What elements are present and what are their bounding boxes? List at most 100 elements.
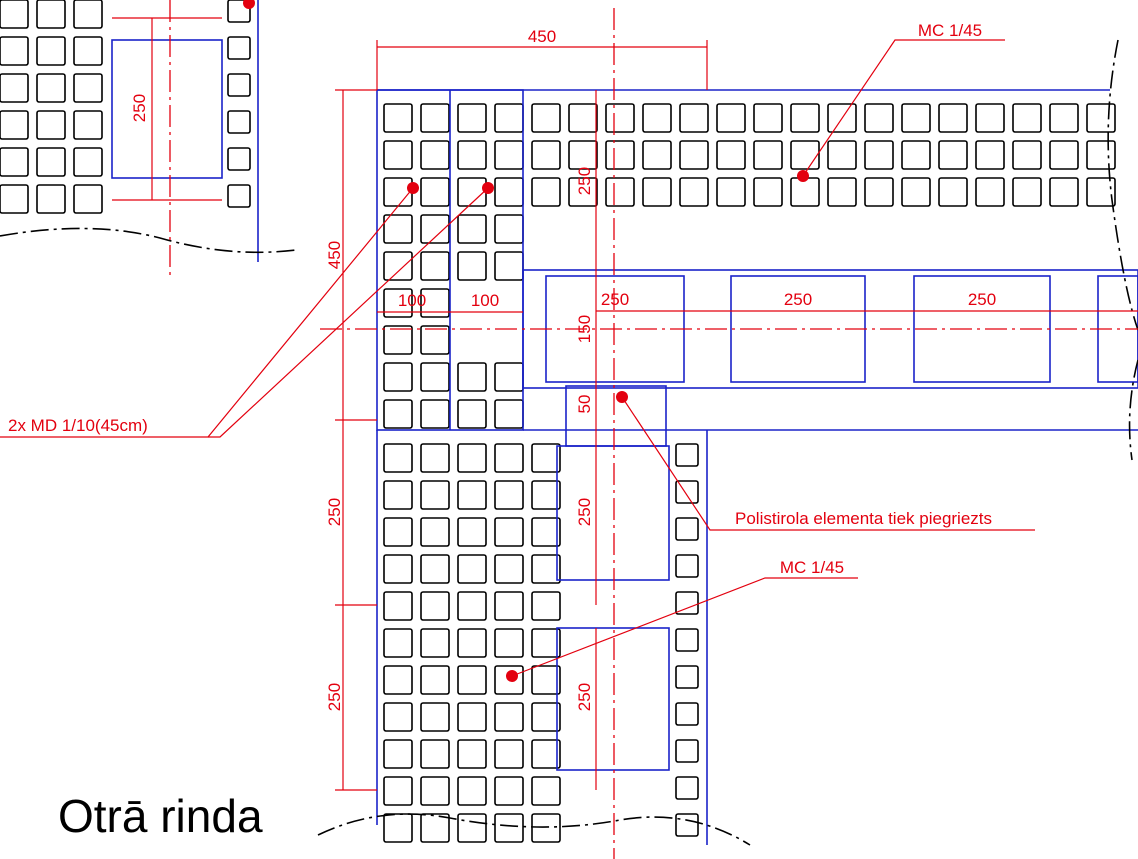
block-cell xyxy=(36,0,66,29)
dim-text-detail-vertical: 250 xyxy=(130,94,149,122)
block-cell xyxy=(0,184,29,214)
block-cell xyxy=(494,362,524,392)
leader-md-2 xyxy=(208,187,489,438)
block-cell xyxy=(827,177,857,207)
block-cell xyxy=(605,140,635,170)
block-cell xyxy=(568,177,598,207)
block-cell xyxy=(531,177,561,207)
block-cell xyxy=(675,554,699,578)
block-cell xyxy=(531,813,561,843)
dim-text-beam-height: 150 xyxy=(575,315,594,343)
block-cell xyxy=(383,362,413,392)
break-line-right xyxy=(1107,39,1138,461)
block-cell xyxy=(383,480,413,510)
block-cell xyxy=(494,628,524,658)
block-cell xyxy=(227,184,251,208)
block-cell xyxy=(1086,140,1116,170)
block-cell xyxy=(494,480,524,510)
block-cell xyxy=(383,591,413,621)
block-cell xyxy=(457,443,487,473)
block-cell xyxy=(457,702,487,732)
block-cell xyxy=(531,702,561,732)
block-cell xyxy=(457,665,487,695)
block-cell xyxy=(494,399,524,429)
block-cell xyxy=(938,140,968,170)
block-cell xyxy=(531,480,561,510)
block-cell xyxy=(73,110,103,140)
dim-text-corner-vertical: 250 xyxy=(575,167,594,195)
break-lines xyxy=(0,39,1138,846)
detail-panel xyxy=(111,39,223,179)
block-cell xyxy=(457,591,487,621)
block-cell xyxy=(679,177,709,207)
marker-polystyrene xyxy=(616,391,628,403)
block-cell xyxy=(420,399,450,429)
block-cell xyxy=(494,813,524,843)
block-cell xyxy=(827,103,857,133)
block-cell xyxy=(975,140,1005,170)
panel-outlines xyxy=(111,0,1138,845)
dim-text-left-height: 450 xyxy=(325,241,344,269)
block-cell xyxy=(383,140,413,170)
block-cell xyxy=(383,103,413,133)
block-cell xyxy=(420,591,450,621)
leader-md-1 xyxy=(0,187,414,438)
block-cell xyxy=(1012,177,1042,207)
block-cell xyxy=(642,140,672,170)
block-cell xyxy=(227,110,251,134)
block-cell xyxy=(679,103,709,133)
block-cell xyxy=(420,443,450,473)
block-cell xyxy=(531,628,561,658)
dim-text-lower-inner-2: 250 xyxy=(575,683,594,711)
marker-dots xyxy=(243,0,809,682)
block-cell xyxy=(531,443,561,473)
block-cell xyxy=(675,480,699,504)
block-cell xyxy=(383,776,413,806)
block-cell xyxy=(383,702,413,732)
block-cell xyxy=(531,665,561,695)
dim-text-span-2: 250 xyxy=(968,290,996,309)
block-cell xyxy=(420,140,450,170)
block-cell xyxy=(420,665,450,695)
block-cell xyxy=(1086,103,1116,133)
block-cell xyxy=(73,147,103,177)
block-cell xyxy=(457,177,487,207)
block-cell xyxy=(227,36,251,60)
block-cell xyxy=(494,665,524,695)
block-cell xyxy=(642,103,672,133)
block-cell xyxy=(494,103,524,133)
block-cell xyxy=(642,177,672,207)
leader-mc-bottom xyxy=(511,577,858,677)
marker-mc-top xyxy=(797,170,809,182)
block-cell xyxy=(716,177,746,207)
leader-polystyrene xyxy=(621,396,1035,531)
block-cell xyxy=(901,177,931,207)
block-cell xyxy=(0,0,29,29)
block-cell xyxy=(494,776,524,806)
block-cell xyxy=(753,103,783,133)
block-cell xyxy=(383,813,413,843)
block-cell xyxy=(753,177,783,207)
block-cell xyxy=(864,103,894,133)
block-cell xyxy=(901,140,931,170)
dim-text-corner-horizontal: 250 xyxy=(601,290,629,309)
block-cell xyxy=(494,443,524,473)
block-cell xyxy=(383,628,413,658)
block-cell xyxy=(790,177,820,207)
block-cell xyxy=(420,702,450,732)
block-cell xyxy=(457,554,487,584)
marker-md-2 xyxy=(482,182,494,194)
block-cell xyxy=(73,36,103,66)
block-cell xyxy=(383,554,413,584)
block-cell xyxy=(36,73,66,103)
dim-text-lower-inner-1: 250 xyxy=(575,498,594,526)
block-cell xyxy=(1012,103,1042,133)
block-cell xyxy=(675,813,699,837)
block-cell xyxy=(420,739,450,769)
block-cell xyxy=(675,702,699,726)
block-cell xyxy=(73,184,103,214)
block-cell xyxy=(383,177,413,207)
block-cell xyxy=(36,147,66,177)
block-cell xyxy=(457,214,487,244)
block-cell xyxy=(568,103,598,133)
